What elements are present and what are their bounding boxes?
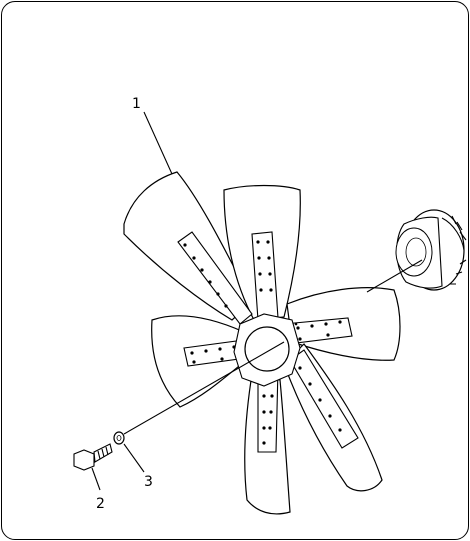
callout-3: 3 [144,474,153,490]
leader-1 [143,111,173,175]
pulley-spacer [395,209,467,291]
leader-lines [91,111,423,491]
spider-arm-upper-left [177,231,253,325]
fan-center-bore [244,326,290,372]
bolt-head [73,449,95,471]
bolt [73,443,113,471]
fan-spider [177,231,359,453]
callout-1: 1 [132,96,141,112]
leader-3 [123,443,145,473]
washer [113,431,125,445]
leader-2 [91,467,101,491]
washer-inner [116,435,122,441]
pulley-inner-ring [405,237,427,267]
spider-arm-lower-right [289,349,359,449]
pulley-alignment-line [366,259,423,293]
rivet-holes [183,240,342,445]
assembly-axis-line [123,341,285,435]
callout-2: 2 [96,496,105,512]
